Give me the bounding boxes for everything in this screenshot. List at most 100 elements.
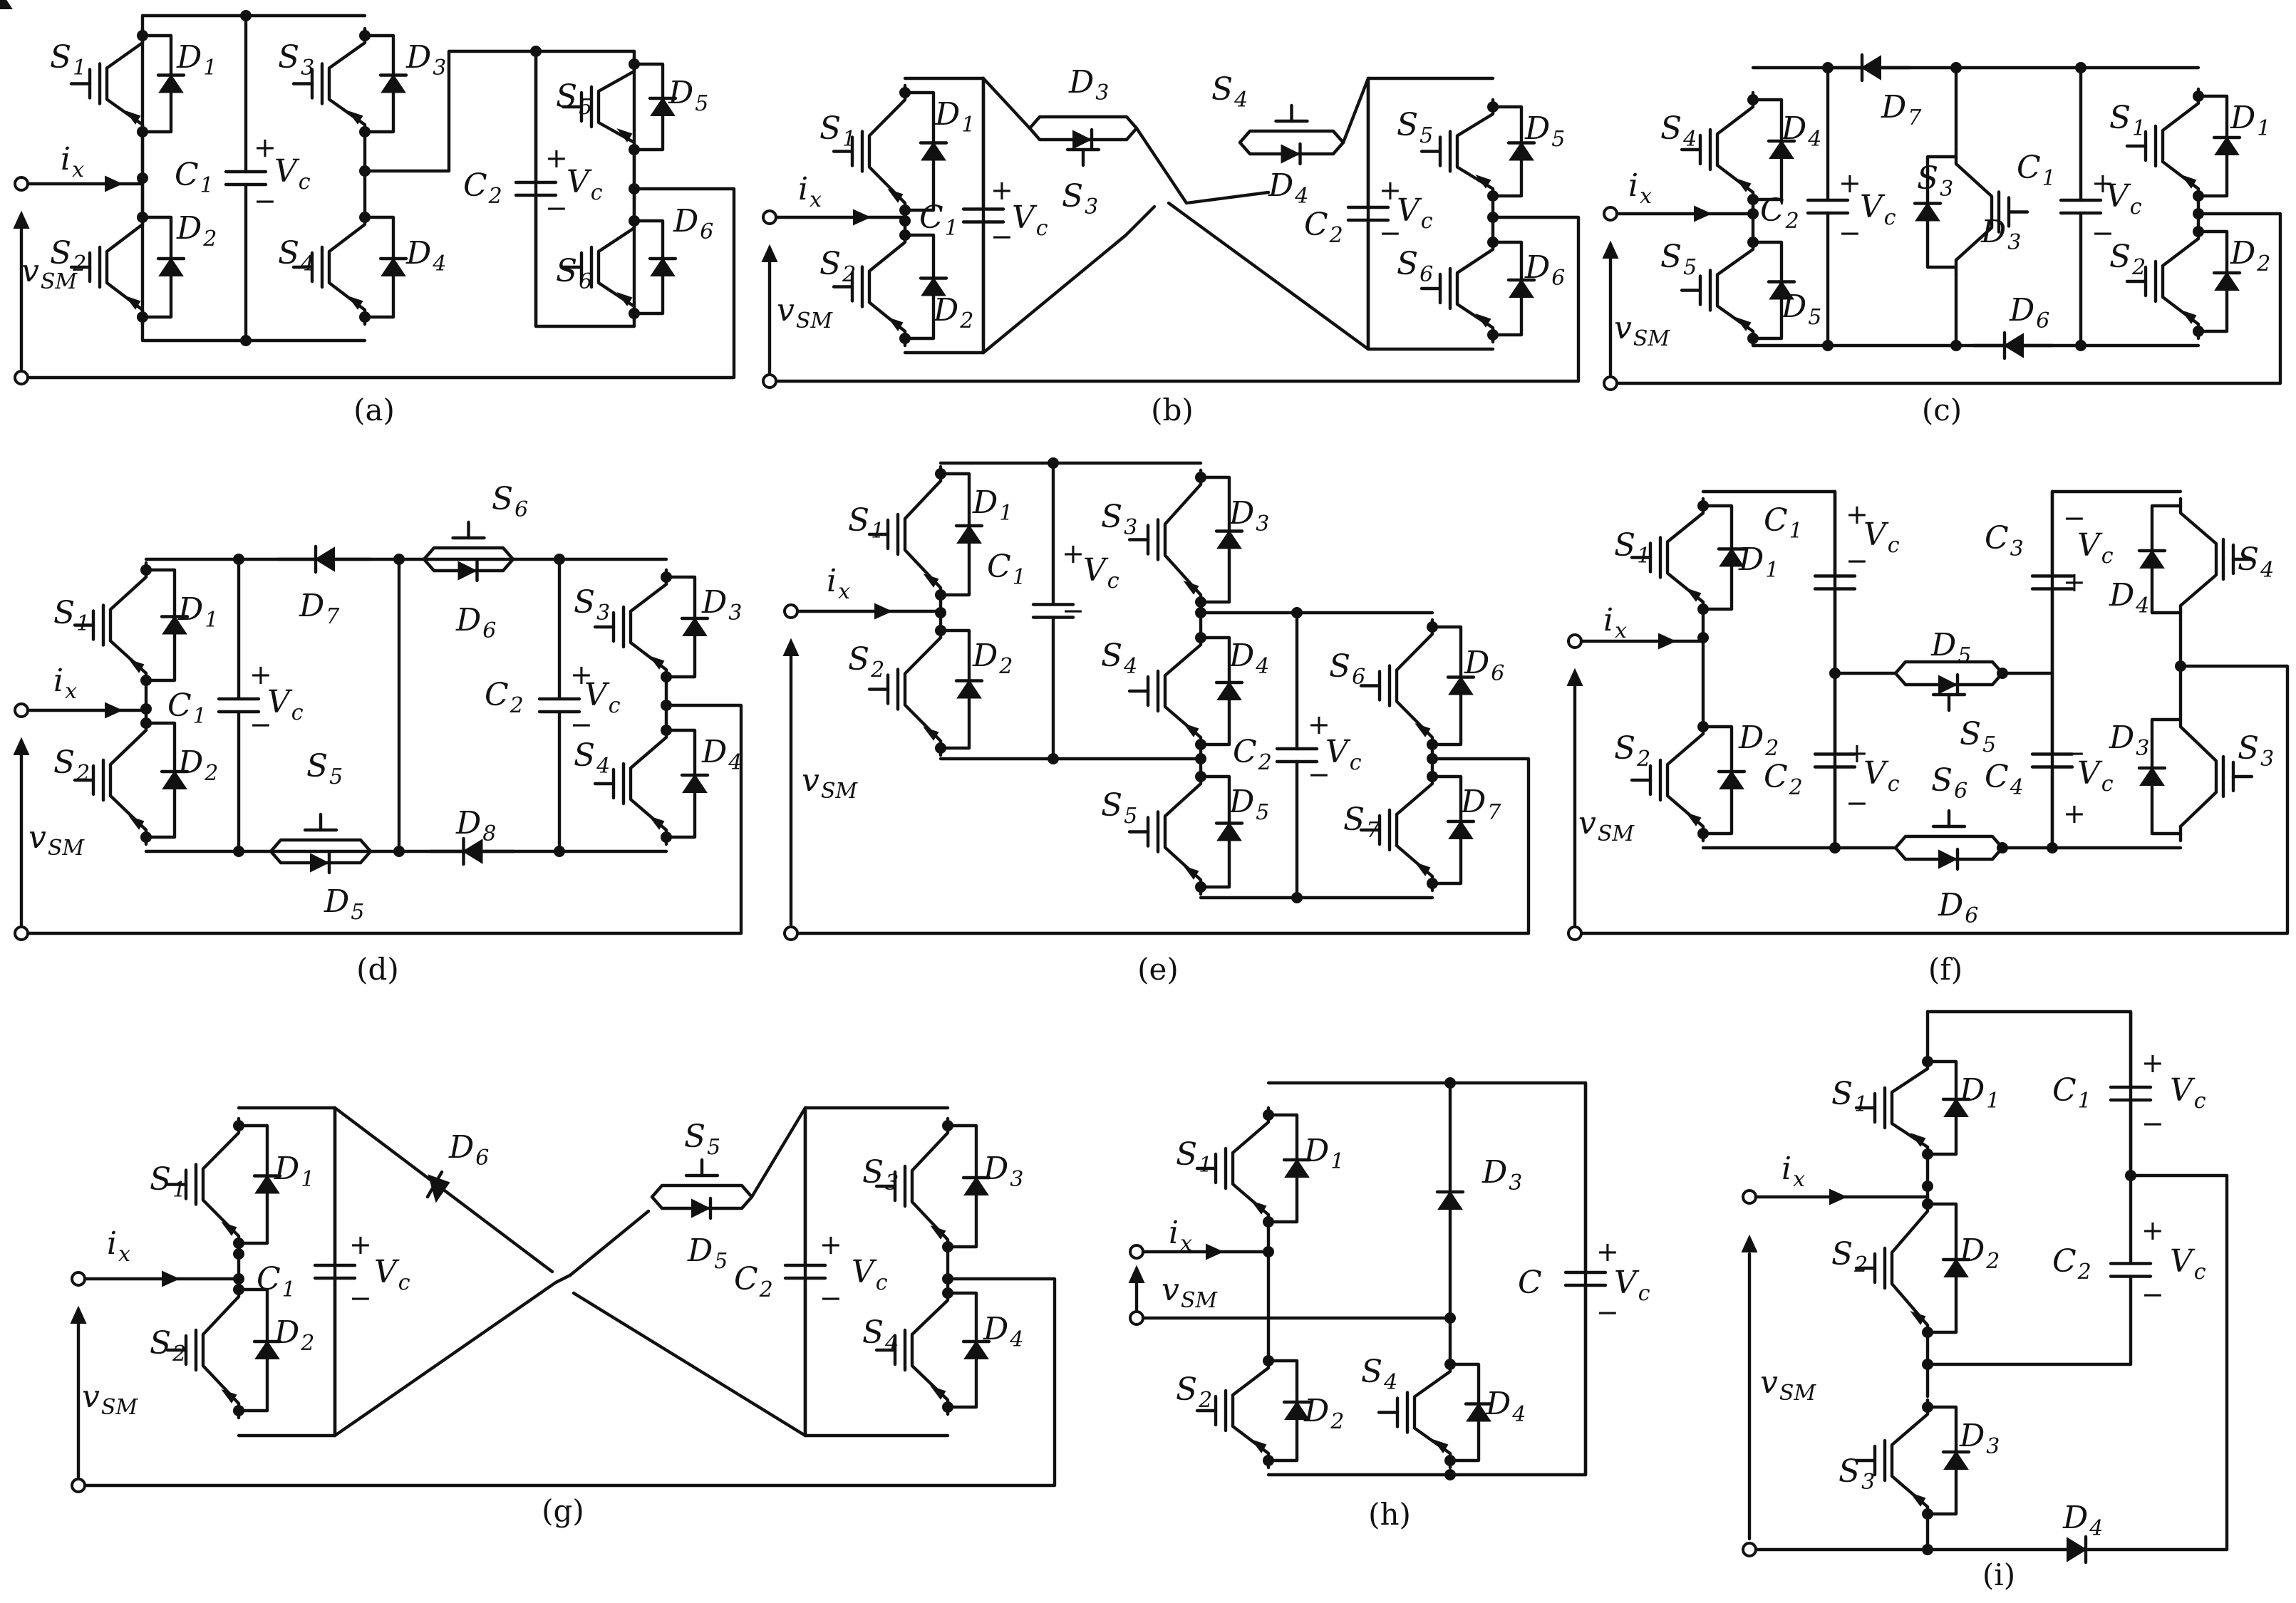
current-label-ix: ix xyxy=(61,141,84,182)
diode-label-D5-letter: D xyxy=(1524,110,1550,147)
capacitor-label-C1: C1 xyxy=(175,157,214,198)
wire xyxy=(1608,212,2282,385)
diode-label-D5-letter: D xyxy=(1229,784,1254,820)
plus-sign: + xyxy=(1062,538,1085,569)
switch-label-S7: S7 xyxy=(1343,802,1380,843)
current-label-ix-subscript: x xyxy=(1640,184,1652,209)
diode-label-D5-subscript: 5 xyxy=(695,91,708,116)
current-arrow xyxy=(853,209,872,226)
junction-dot xyxy=(1444,1359,1456,1370)
switch-label-S4: S4 xyxy=(278,235,314,276)
switch-label-S3-subscript: 3 xyxy=(301,56,314,81)
hswitch-top xyxy=(650,1183,754,1199)
junction-dot xyxy=(1747,194,1759,205)
current-label-ix-letter: i xyxy=(1628,167,1638,204)
switch-label-S2-letter: S xyxy=(1614,730,1635,767)
diode-label-D4: D4 xyxy=(983,1311,1023,1352)
minus-sign: − xyxy=(249,709,272,740)
diode-label-D2: D2 xyxy=(1959,1233,2000,1274)
diode-triangle xyxy=(1719,547,1744,567)
diode-label-D2: D2 xyxy=(1738,720,1779,761)
diode-bar xyxy=(425,1170,444,1199)
voltage-label: Vc xyxy=(274,153,311,194)
current-label-ix: ix xyxy=(107,1225,130,1267)
igbt-emitter-arrow xyxy=(125,296,141,310)
terminal-node xyxy=(14,176,29,192)
diode-label-D4-letter: D xyxy=(1781,110,1806,147)
voltage-arrow xyxy=(13,210,30,229)
junction-dot xyxy=(899,229,911,241)
hswitch-top xyxy=(1893,834,2005,850)
diode-label-D1-letter: D xyxy=(1303,1133,1329,1169)
capacitor-label-C2: C2 xyxy=(1764,759,1803,800)
junction-dot xyxy=(1697,828,1709,839)
junction-dot xyxy=(1487,190,1499,202)
wire xyxy=(363,49,636,173)
diode-label-D1-subscript: 1 xyxy=(301,1167,314,1192)
voltage-label-subscript: c xyxy=(1421,209,1433,234)
diode-label-D1: D1 xyxy=(176,39,217,81)
voltage-label-vsm-subscript: SM xyxy=(48,836,86,861)
switch-label-S4-letter: S xyxy=(1101,638,1122,674)
current-label-ix-letter: i xyxy=(1782,1151,1791,1187)
voltage-arrow xyxy=(1741,1234,1758,1252)
diode-label-D1: D1 xyxy=(1738,541,1779,583)
junction-dot xyxy=(1195,632,1206,643)
switch-label-S4: S4 xyxy=(1660,110,1697,152)
capacitor-label-C2: C2 xyxy=(2052,1243,2091,1285)
switch-label-S4: S4 xyxy=(574,737,610,779)
plus-sign: + xyxy=(254,132,276,163)
junction-dot xyxy=(661,571,672,583)
diode-triangle xyxy=(956,679,982,699)
diode-label-D3-subscript: 3 xyxy=(1986,1434,2000,1459)
junction-dot xyxy=(1950,340,1962,351)
diode-triangle xyxy=(1509,141,1534,161)
current-label-ix: ix xyxy=(1169,1215,1192,1256)
igbt-emitter-arrow xyxy=(1415,862,1431,876)
voltage-label: Vc xyxy=(1012,199,1048,241)
igbt-emitter-arrow xyxy=(347,296,363,310)
diode-label-D2: D2 xyxy=(933,292,973,333)
diode-label-D2-subscript: 2 xyxy=(998,654,1013,679)
diode-label-D2-subscript: 2 xyxy=(1764,736,1779,761)
switch-label-S5: S5 xyxy=(1397,107,1433,148)
capacitor-label-C1-subscript: 1 xyxy=(1789,519,1803,544)
diode-triangle xyxy=(921,276,946,296)
igbt-emitter-arrow xyxy=(1475,313,1491,328)
voltage-label-vsm-subscript: SM xyxy=(796,308,834,333)
switch-label-S4: S4 xyxy=(1361,1354,1397,1395)
plus-sign: + xyxy=(1379,175,1402,206)
voltage-label-vsm-subscript: SM xyxy=(821,779,859,804)
switch-label-S5-letter: S xyxy=(1960,716,1981,752)
junction-dot xyxy=(899,333,911,344)
switch-label-S1: S1 xyxy=(1176,1136,1212,1178)
diode-label-D3-letter: D xyxy=(701,584,727,621)
diode-label-D4-letter: D xyxy=(1268,167,1293,204)
junction-dot xyxy=(140,564,152,576)
diode-label-D4-subscript: 4 xyxy=(1807,127,1821,152)
voltage-label-vsm-letter: v xyxy=(21,253,39,289)
voltage-label: Vc xyxy=(1325,734,1362,775)
junction-dot xyxy=(899,87,911,98)
diode-triangle xyxy=(921,141,946,161)
diode-label-D2-subscript: 2 xyxy=(959,308,973,333)
minus-sign: − xyxy=(1062,595,1085,626)
junction-dot xyxy=(661,831,672,843)
diode-triangle xyxy=(1943,1451,1969,1470)
switch-label-S4-subscript: 4 xyxy=(596,754,610,779)
voltage-label-vsm-letter: v xyxy=(1578,805,1596,841)
diode-label-D4: D4 xyxy=(1229,638,1269,679)
voltage-label-subscript: c xyxy=(1888,533,1900,558)
junction-dot xyxy=(935,468,946,479)
voltage-label-letter: V xyxy=(274,153,300,190)
minus-sign: − xyxy=(1846,545,1868,576)
igbt-body xyxy=(596,55,636,159)
diode-label-D1-letter: D xyxy=(2230,100,2255,136)
diode-triangle xyxy=(2139,549,2165,569)
hswitch-top xyxy=(1028,115,1139,130)
current-label-ix-letter: i xyxy=(53,663,63,699)
switch-label-S5: S5 xyxy=(1660,239,1697,280)
igbt-emitter-arrow xyxy=(1251,1439,1267,1453)
